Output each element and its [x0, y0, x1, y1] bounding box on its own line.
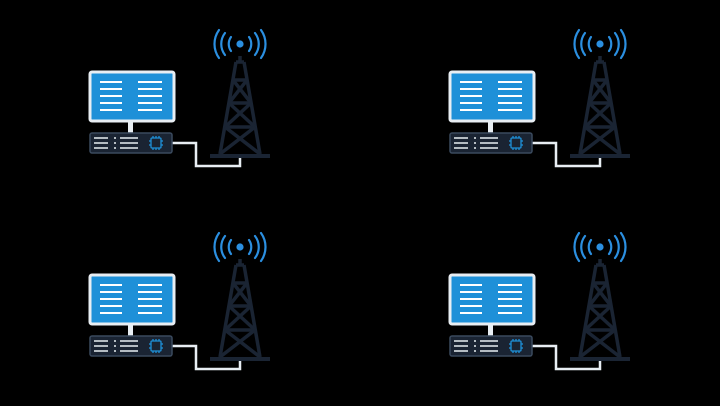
wifi-signal-icon: [213, 28, 267, 60]
chip-icon: [509, 339, 523, 353]
network-station-icon: [360, 203, 720, 406]
chip-icon: [509, 136, 523, 150]
radio-tower-icon: [210, 56, 270, 158]
cable: [532, 141, 602, 168]
radio-tower-icon: [570, 56, 630, 158]
network-station-icon: [360, 0, 720, 203]
chip-icon: [149, 136, 163, 150]
server-unit-icon: [449, 335, 533, 357]
monitor-icon: [448, 70, 536, 133]
server-unit-icon: [89, 132, 173, 154]
wifi-signal-icon: [573, 28, 627, 60]
cable: [532, 344, 602, 371]
radio-tower-icon: [210, 259, 270, 361]
network-station-icon: [0, 203, 360, 406]
chip-icon: [149, 339, 163, 353]
cable: [172, 344, 242, 371]
server-unit-icon: [449, 132, 533, 154]
server-unit-icon: [89, 335, 173, 357]
monitor-icon: [88, 273, 176, 336]
monitor-icon: [88, 70, 176, 133]
radio-tower-icon: [570, 259, 630, 361]
wifi-signal-icon: [573, 231, 627, 263]
network-station-icon: [0, 0, 360, 203]
wifi-signal-icon: [213, 231, 267, 263]
cable: [172, 141, 242, 168]
monitor-icon: [448, 273, 536, 336]
